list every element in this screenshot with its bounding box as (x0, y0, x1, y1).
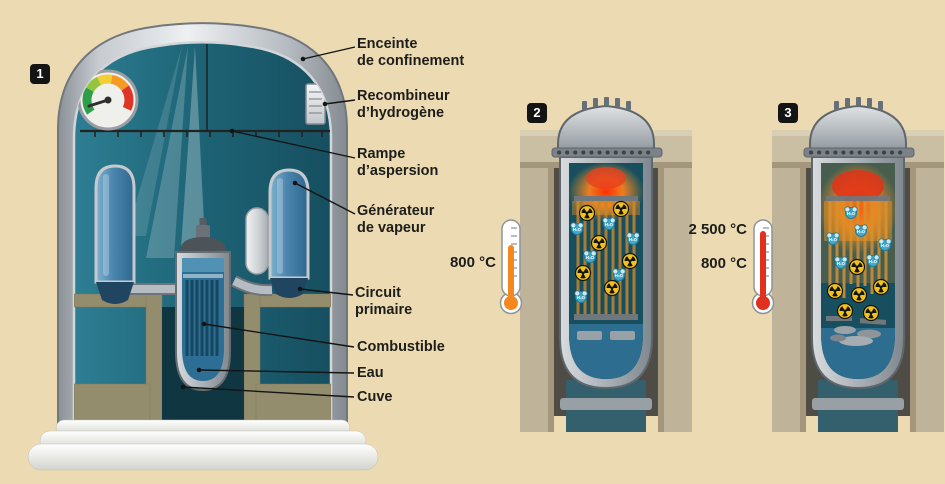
reactor-panel-2 (499, 97, 692, 432)
reactor-panel-3 (751, 97, 944, 432)
temperature-800c-step2: 800 °C (449, 254, 496, 271)
pedestal (27, 419, 379, 471)
steam-generator-left (94, 164, 136, 304)
label-eau: Eau (357, 365, 384, 381)
concrete-structure-3 (772, 130, 944, 432)
leader-lines (180, 46, 356, 398)
reactor-vessel (175, 218, 231, 392)
vessel-dome-3 (809, 104, 907, 153)
label-combustible: Combustible (357, 339, 445, 355)
thermometer-step3 (751, 219, 775, 315)
step-badge-3: 3 (778, 103, 798, 123)
steam-generator-right (268, 168, 310, 298)
step-badge-2: 2 (527, 103, 547, 123)
step-badge-1: 1 (30, 64, 50, 84)
thermometer-step2 (499, 219, 523, 315)
label-generateur-vapeur: Générateur de vapeur (357, 203, 435, 236)
label-rampe-aspersion: Rampe d’aspersion (357, 146, 439, 179)
primary-circuit-pipes (130, 275, 273, 297)
containment-building (27, 22, 379, 471)
spray-ramp (80, 44, 330, 137)
label-enceinte-de-confinement: Enceinte de confinement (357, 36, 465, 69)
vessel-support-slab-2 (560, 398, 652, 410)
temperature-800c-step3: 800 °C (700, 255, 747, 272)
vessel-dome-2 (557, 104, 655, 153)
label-circuit-primaire: Circuit primaire (355, 285, 413, 318)
label-cuve: Cuve (357, 389, 393, 405)
internal-concrete (74, 293, 331, 420)
steam-spray (126, 46, 206, 262)
temperature-2500c-step3: 2 500 °C (688, 221, 747, 238)
reactor-vessel-2 (551, 97, 663, 390)
pressurizer (245, 207, 269, 275)
fuel-rods (185, 280, 219, 356)
fuel-debris-3 (830, 326, 881, 346)
concrete-structure-2 (520, 130, 692, 432)
label-recombineur-hydrogene: Recombineur d’hydrogène (357, 88, 450, 121)
vessel-support-slab-3 (812, 398, 904, 410)
reactor-vessel-3 (803, 97, 915, 390)
pressure-gauge-icon (77, 69, 139, 131)
